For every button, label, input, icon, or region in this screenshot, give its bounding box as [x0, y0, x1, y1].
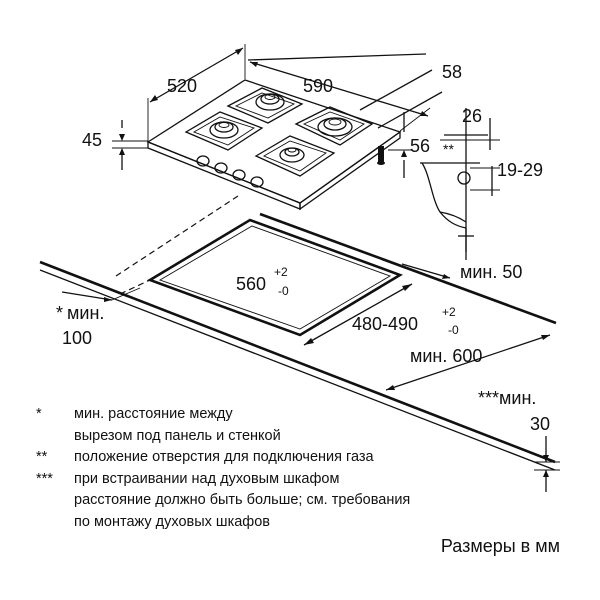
cutout-width-tol-plus: +2 [274, 265, 288, 279]
footnote-3-line-1: при встраивании над духовым шкафом [74, 470, 340, 487]
footnote-3-line-3: по монтажу духовых шкафов [74, 513, 270, 530]
dim-label-hob-depth: 520 [167, 76, 197, 96]
hob-drawing: 520 590 58 45 56 [82, 44, 462, 211]
footnote-3-mark: *** [36, 470, 53, 487]
footnote-1-text: мин. расстояние между вырезом под панель… [74, 404, 281, 447]
hob-front-edge [147, 141, 301, 210]
cutout-outline [146, 218, 404, 337]
dim-label-gas-offset-back: 58 [442, 62, 462, 82]
pan-support-front-right [254, 135, 336, 177]
dim-label-cutout-depth: 480-490 [352, 314, 418, 334]
burner-back-right [317, 117, 353, 137]
dim-label-min-back: мин. 50 [460, 262, 522, 282]
footnote-2-line-1: положение отверстия для подключения газа [74, 449, 374, 465]
pan-support-front-left [184, 111, 264, 151]
dim-line-520 [149, 47, 244, 103]
burner-back-left [255, 93, 285, 111]
footnote-1-line-1: мин. расстояние между [74, 406, 233, 422]
footnote-1-line-2: вырезом под панель и стенкой [74, 427, 281, 444]
dim-label-gas-detail-width: 26 [462, 106, 482, 126]
worktop-back-wall-edge [259, 212, 557, 325]
gas-connection-stub [377, 146, 385, 165]
dim-label-hob-width: 590 [303, 76, 333, 96]
dim-line-590 [247, 53, 427, 61]
cutout-depth-tol-plus: +2 [442, 305, 456, 319]
cutout-depth-base: 480-490 [352, 314, 418, 334]
cutout-width-tol-minus: -0 [278, 284, 289, 298]
burner-front-right [279, 147, 305, 163]
units-caption: Размеры в мм [440, 536, 560, 556]
min-front-mark: * [56, 303, 63, 323]
dim-label-hob-height: 45 [82, 130, 102, 150]
footnote-1-mark: * [36, 406, 42, 422]
dim-label-min-above-oven-value: 30 [530, 414, 550, 434]
pan-support-back-left [226, 87, 304, 124]
dim-label-min-worktop: мин. 600 [410, 346, 482, 366]
burner-front-left [209, 121, 239, 139]
cutout-depth-tol-minus: -0 [448, 323, 459, 337]
pan-support-back-right [294, 106, 374, 146]
min-above-oven-label: мин. [499, 388, 536, 408]
min-above-oven-mark: *** [478, 388, 499, 408]
footnote-3-line-2: расстояние должно быть больше; см. требо… [74, 492, 411, 508]
footnote-3: *** при встраивании над духовым шкафом р… [36, 469, 576, 534]
footnote-3-text: при встраивании над духовым шкафом расст… [74, 469, 410, 534]
dim-label-min-above-oven: ***мин. [478, 388, 536, 408]
dim-line-58 [359, 69, 433, 111]
gas-detail-mark: ** [443, 141, 454, 157]
dim-label-gas-detail-height: 19-29 [497, 160, 543, 180]
dim-label-cutout-width: 560 [236, 274, 266, 294]
control-knobs [196, 155, 264, 188]
dim-label-min-front: *мин. [56, 303, 104, 323]
footnote-2: ** положение отверстия для подключения г… [36, 447, 576, 469]
dim-label-gas-offset-side: 56 [410, 136, 430, 156]
gas-connection-detail: 26 ** 19-29 [420, 106, 543, 260]
hob-side-edge [299, 130, 401, 211]
footnote-1: * мин. расстояние между вырезом под пане… [36, 404, 576, 447]
footnotes: * мин. расстояние между вырезом под пане… [36, 404, 576, 533]
dim-label-min-front-value: 100 [62, 328, 92, 348]
worktop-front-edge [39, 260, 556, 464]
min-front-label: мин. [67, 303, 104, 323]
cutout-width-base: 560 [236, 274, 266, 294]
worktop-drawing: 560 +2 -0 480-490 +2 -0 мин. 50 *мин. 10… [39, 195, 560, 492]
footnote-2-mark: ** [36, 449, 48, 465]
